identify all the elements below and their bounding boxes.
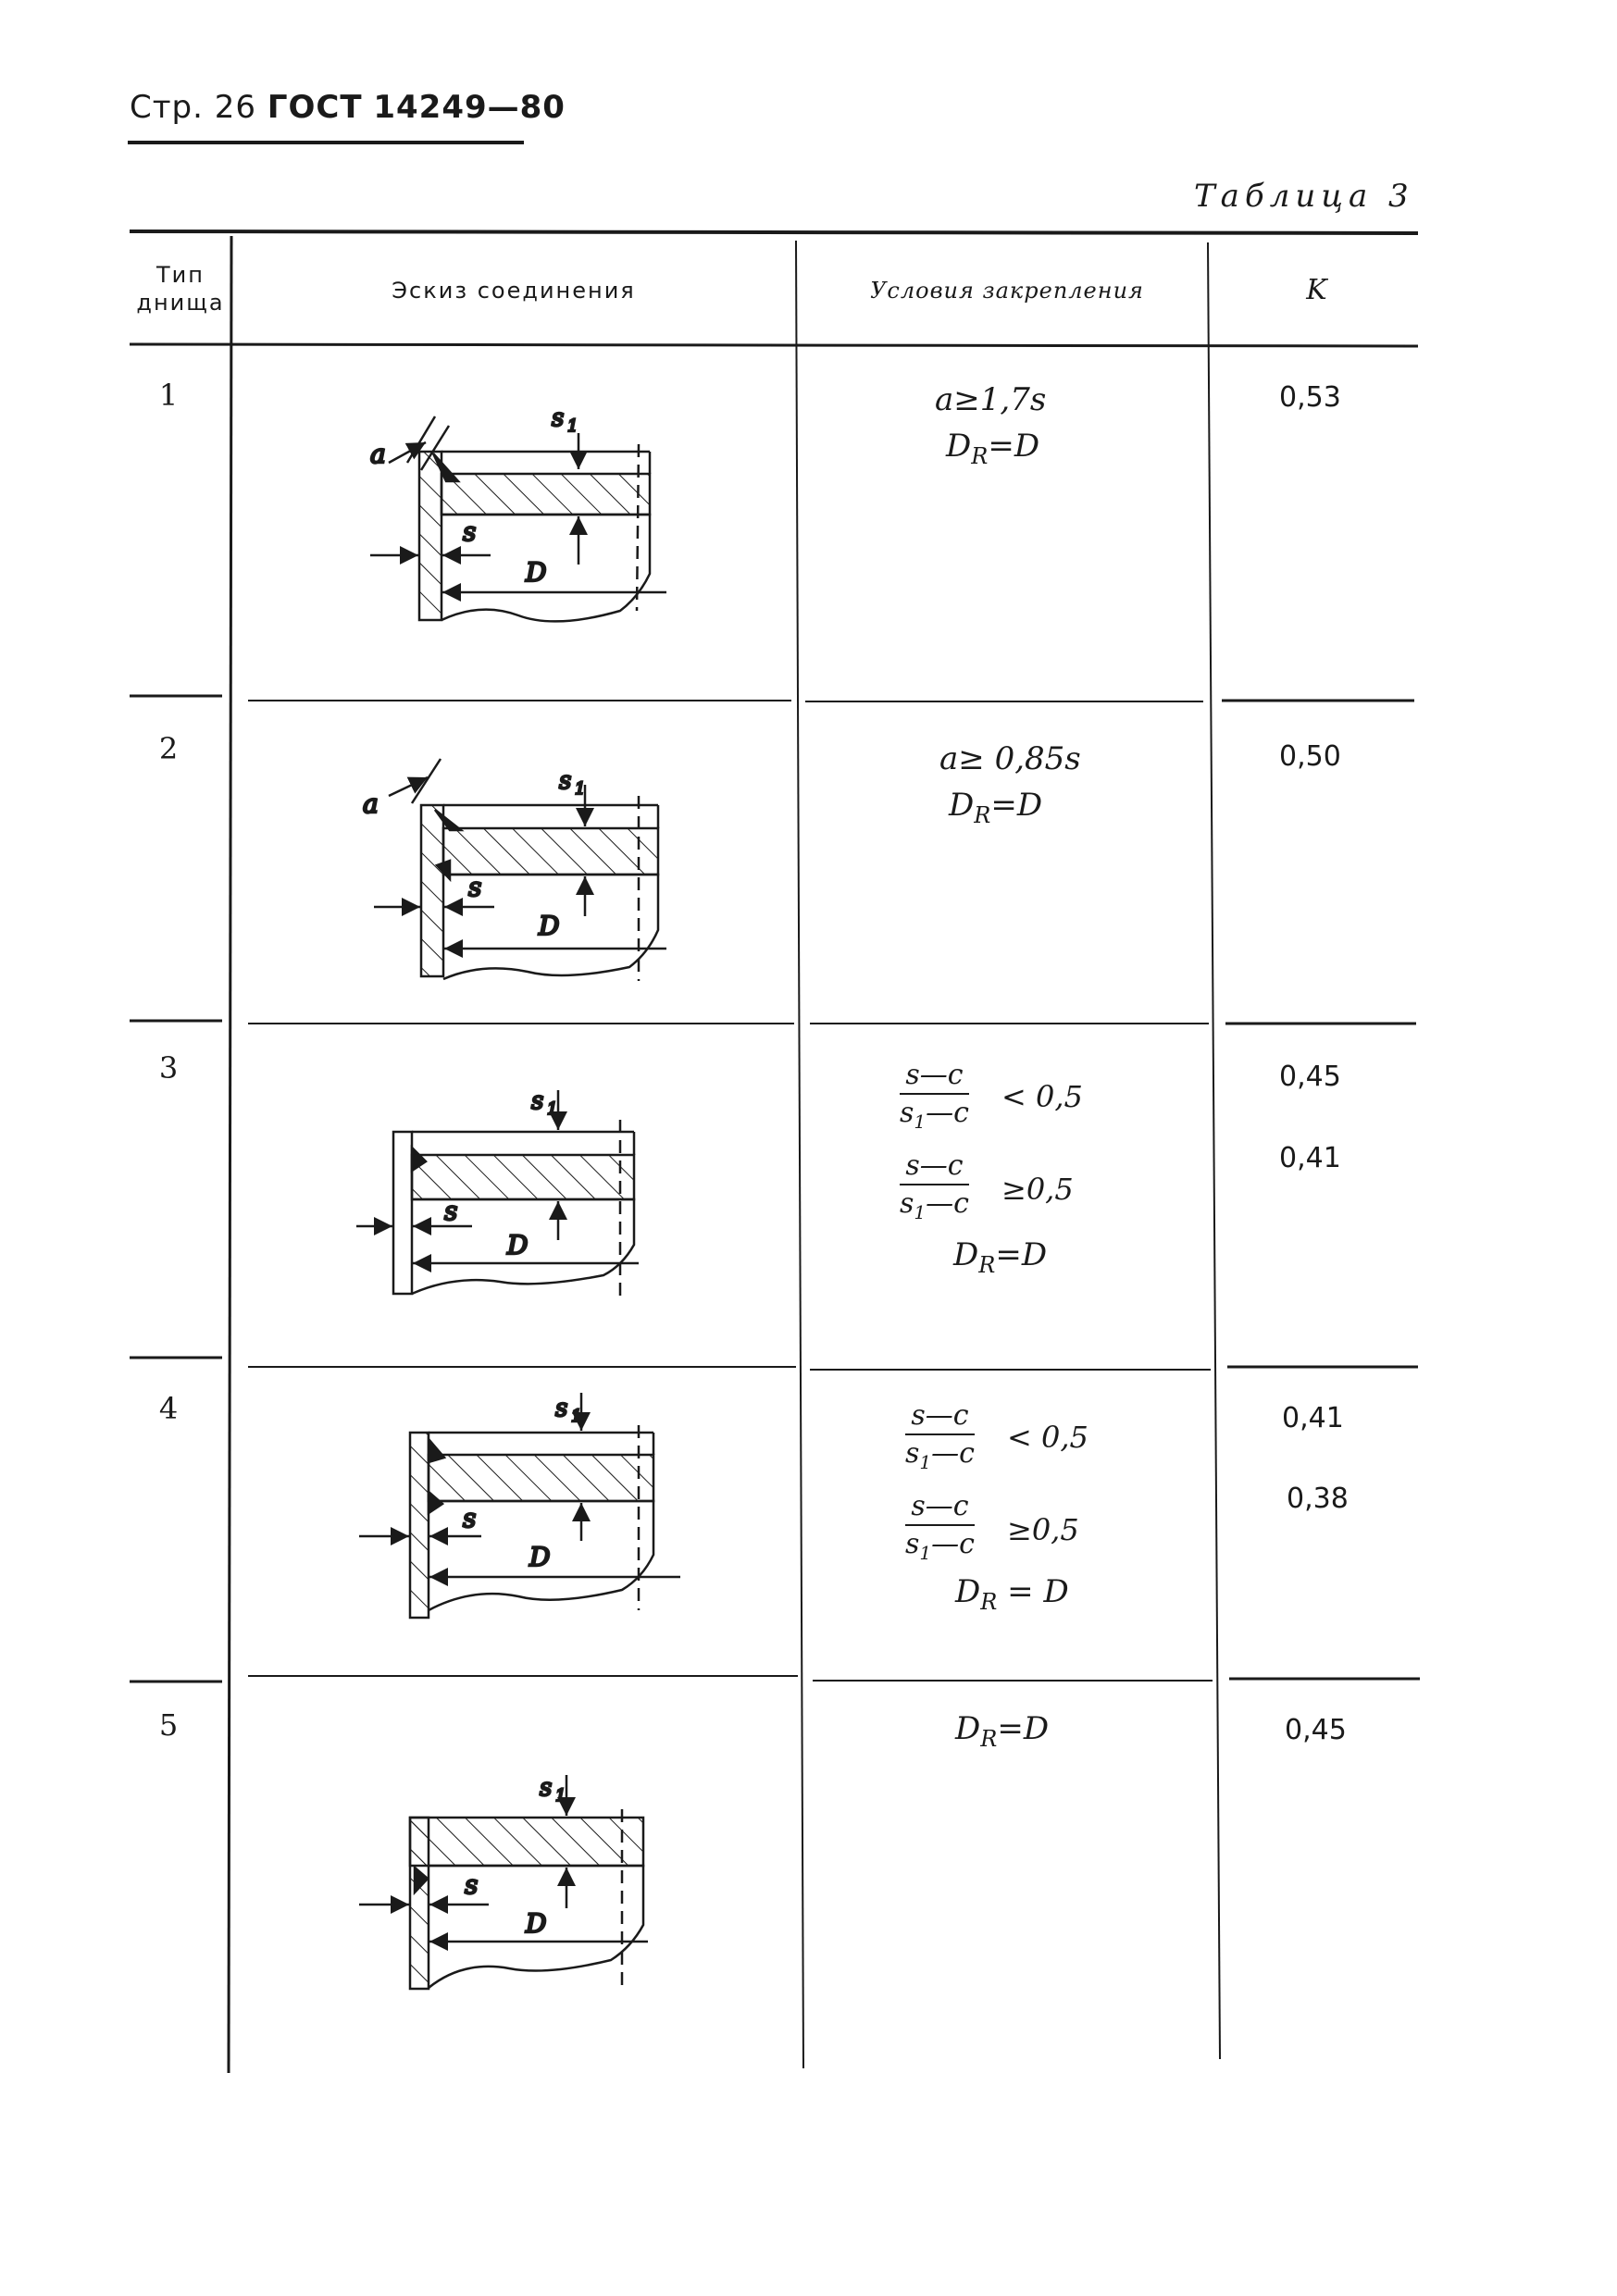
col-header-k: K xyxy=(1306,274,1328,306)
svg-text:s: s xyxy=(559,767,571,795)
row-4-condition-dr: DR = D xyxy=(955,1573,1069,1615)
table-caption: Таблица 3 xyxy=(1194,178,1414,215)
svg-text:s: s xyxy=(540,1774,552,1802)
row-4-fraction-1: s—c s1—c xyxy=(905,1399,975,1473)
row-4-k-ge: 0,38 xyxy=(1287,1483,1349,1515)
page-label: Стр. 26 xyxy=(130,89,257,126)
svg-text:s: s xyxy=(552,404,564,432)
svg-text:s: s xyxy=(531,1087,543,1115)
svg-text:s: s xyxy=(463,1503,476,1533)
svg-text:a: a xyxy=(370,439,386,469)
row-4-ge: ≥0,5 xyxy=(1007,1512,1079,1547)
row-1-k: 0,53 xyxy=(1279,381,1341,414)
row-3-k-lt: 0,45 xyxy=(1279,1061,1341,1093)
sketch-row-3: s 1 s D xyxy=(356,1086,639,1296)
row-4-type: 4 xyxy=(158,1391,179,1426)
svg-text:s: s xyxy=(555,1395,567,1422)
row-4-fraction-2: s—c s1—c xyxy=(905,1490,975,1564)
svg-text:1: 1 xyxy=(567,416,578,436)
svg-text:s: s xyxy=(465,1869,478,1900)
standard-number: 14249—80 xyxy=(373,89,566,126)
row-1-condition-a: a≥1,7s xyxy=(935,381,1047,418)
svg-text:D: D xyxy=(525,1908,546,1939)
svg-text:s: s xyxy=(444,1196,457,1226)
row-3-fraction-1: s—c s1—c xyxy=(900,1059,969,1133)
row-3-fraction-2: s—c s1—c xyxy=(900,1149,969,1223)
row-5-condition-dr: DR=D xyxy=(955,1710,1050,1752)
svg-text:1: 1 xyxy=(547,1099,557,1119)
svg-text:1: 1 xyxy=(575,779,585,799)
row-4-k-lt: 0,41 xyxy=(1282,1402,1344,1434)
row-2-condition-dr: DR=D xyxy=(949,787,1043,828)
row-1-type: 1 xyxy=(158,378,179,413)
page-header: Стр. 26 ГОСТ 14249—80 xyxy=(130,89,566,126)
svg-text:s: s xyxy=(468,872,481,902)
sketch-row-4: s 1 s D xyxy=(359,1393,680,1620)
col-header-type: Тип днища xyxy=(136,262,225,316)
col-header-sketch: Эскиз соединения xyxy=(392,278,636,304)
svg-text:1: 1 xyxy=(555,1786,566,1806)
sketch-row-2: a s 1 s D xyxy=(362,758,666,981)
row-2-type: 2 xyxy=(158,731,179,766)
row-3-k-ge: 0,41 xyxy=(1279,1142,1341,1174)
svg-text:D: D xyxy=(529,1542,550,1572)
svg-text:s: s xyxy=(463,516,476,547)
row-3-type: 3 xyxy=(158,1050,179,1086)
sketch-row-5: s 1 s D xyxy=(359,1773,648,1991)
row-3-lt: < 0,5 xyxy=(1001,1079,1083,1114)
sketch-row-1: a s 1 s D xyxy=(369,403,666,623)
standard-name: ГОСТ xyxy=(267,89,363,126)
row-2-k: 0,50 xyxy=(1279,740,1341,773)
header-rule xyxy=(128,141,524,144)
row-1-condition-dr: DR=D xyxy=(946,428,1040,469)
svg-text:D: D xyxy=(525,557,546,588)
row-3-ge: ≥0,5 xyxy=(1001,1172,1074,1207)
svg-text:a: a xyxy=(363,788,379,819)
row-4-lt: < 0,5 xyxy=(1007,1420,1088,1455)
col-header-conditions: Условия закрепления xyxy=(870,278,1144,304)
row-5-type: 5 xyxy=(158,1707,179,1743)
svg-text:D: D xyxy=(506,1230,528,1260)
row-3-condition-dr: DR=D xyxy=(953,1236,1048,1278)
row-2-condition-a: a≥ 0,85s xyxy=(939,740,1081,777)
row-5-k: 0,45 xyxy=(1285,1714,1347,1746)
svg-text:1: 1 xyxy=(571,1407,581,1426)
svg-text:D: D xyxy=(538,911,559,941)
